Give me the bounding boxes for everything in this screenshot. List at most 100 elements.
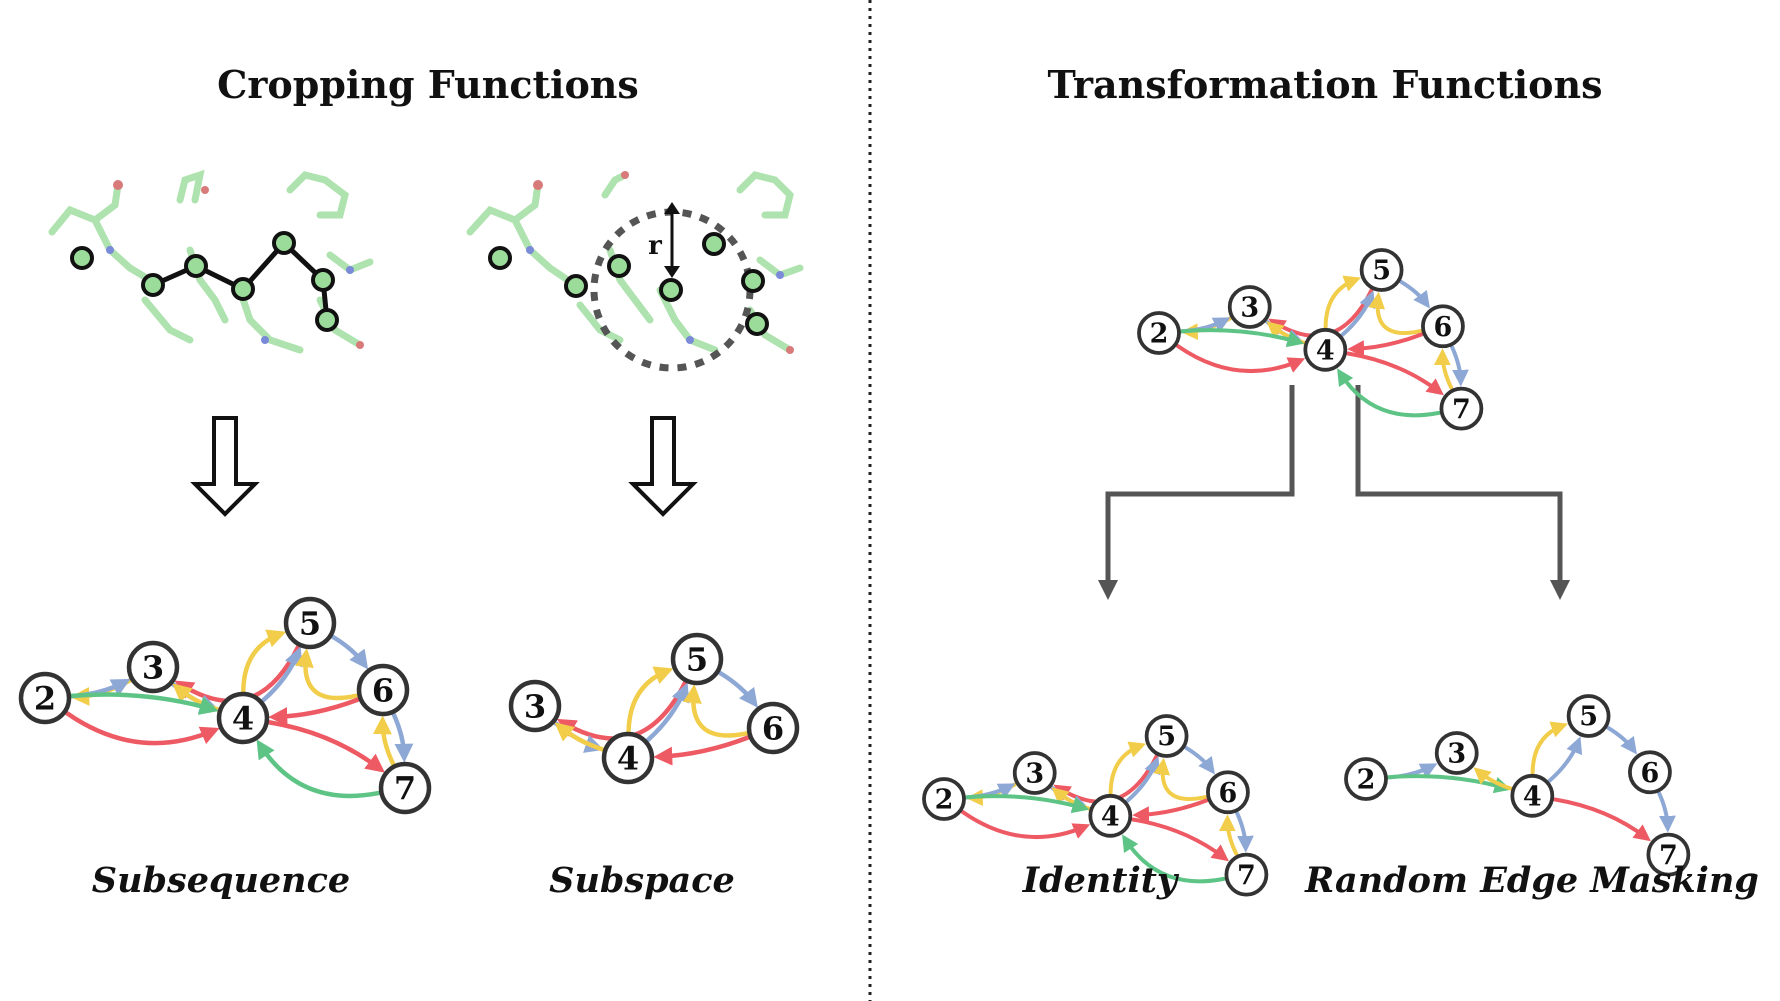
original-edge-7-4-green: [1337, 368, 1441, 418]
subsequence-node-label-3: 3: [142, 649, 164, 687]
subsequence-node-label-6: 6: [372, 672, 394, 710]
original-node-label-5: 5: [1372, 256, 1391, 287]
subsequence-node-7: 7: [378, 761, 432, 815]
original-node-6: 6: [1421, 304, 1465, 349]
original-edge-6-4-red: [1347, 332, 1424, 358]
subsequence-node-circle-4: [216, 691, 270, 745]
masking-node-label-6: 6: [1641, 758, 1660, 789]
subspace-node-label-5: 5: [686, 641, 708, 679]
identity-node-label-4: 4: [1101, 802, 1120, 833]
subsequence-edge-6-7-blue: [391, 712, 414, 763]
identity-edge-6-5-yellow: [1153, 757, 1208, 802]
original-node-5: 5: [1359, 248, 1404, 292]
subspace-node-label-6: 6: [762, 710, 784, 748]
caption-subspace: Subspace: [549, 860, 735, 901]
subsequence-node-label-4: 4: [232, 700, 254, 738]
subsequence-node-circle-3: [126, 640, 180, 694]
masking-edge-6-7-blue: [1657, 791, 1676, 833]
original-edge-6-5-yellow: [1368, 291, 1423, 336]
graph-subsequence: 2 3 4 56 7: [18, 596, 432, 815]
identity-node-4: 4: [1088, 793, 1133, 838]
identity-node-label-2: 2: [935, 785, 954, 816]
masking-edge-4-7-red: [1553, 797, 1651, 842]
original-node-label-7: 7: [1452, 394, 1471, 425]
subspace-node-label-4: 4: [617, 740, 639, 778]
identity-node-circle-3: [1012, 751, 1057, 795]
subspace-node-circle-3: [508, 679, 562, 733]
subspace-node-circle-5: [670, 632, 724, 686]
identity-edge-6-7-blue: [1235, 811, 1254, 853]
original-node-circle-3: [1227, 285, 1272, 329]
masking-node-6: 6: [1628, 750, 1672, 795]
subsequence-node-circle-5: [283, 596, 337, 650]
identity-node-circle-4: [1088, 793, 1133, 838]
masking-edge-5-6-blue: [1606, 725, 1637, 755]
subspace-node-5: 5: [670, 632, 724, 686]
original-edge-6-7-blue: [1450, 345, 1469, 387]
radius-label: r: [648, 231, 662, 261]
subsequence-edge-7-6-yellow: [372, 715, 396, 767]
identity-edge-2-4-red: [960, 810, 1091, 840]
graph-identity: 2 3 4 56 7: [922, 714, 1269, 897]
original-node-circle-2: [1137, 311, 1181, 355]
original-edge-5-6-blue: [1399, 279, 1430, 309]
subspace-edge-5-3-red: [556, 680, 688, 741]
masking-node-4: 4: [1510, 773, 1555, 818]
subspace-node-label-3: 3: [524, 688, 546, 726]
masking-node-label-7: 7: [1659, 840, 1678, 871]
subsequence-node-label-2: 2: [34, 680, 56, 718]
subspace-node-circle-4: [601, 731, 655, 785]
identity-node-5: 5: [1144, 714, 1189, 758]
masking-node-5: 5: [1566, 694, 1611, 738]
identity-node-label-3: 3: [1025, 759, 1044, 790]
subsequence-edge-7-4-green: [256, 739, 381, 799]
original-node-circle-7: [1439, 386, 1484, 431]
subspace-node-4: 4: [601, 731, 655, 785]
subsequence-node-6: 6: [356, 663, 410, 717]
branch-connectors: [1098, 385, 1570, 600]
identity-node-circle-6: [1206, 770, 1250, 815]
identity-node-label-7: 7: [1237, 860, 1256, 891]
protein-structure-subspace: r: [466, 171, 804, 372]
subspace-edge-6-5-yellow: [683, 684, 749, 738]
original-node-3: 3: [1227, 285, 1272, 329]
identity-edge-7-6-yellow: [1218, 814, 1239, 856]
masking-edge-4-3-yellow: [1473, 767, 1513, 791]
identity-edge-5-6-blue: [1184, 745, 1215, 775]
original-edge-7-6-yellow: [1433, 348, 1454, 390]
masking-node-circle-6: [1628, 750, 1672, 795]
masking-node-circle-2: [1344, 757, 1388, 801]
original-node-7: 7: [1439, 386, 1484, 431]
identity-node-circle-7: [1224, 852, 1269, 897]
identity-edge-4-7-red: [1131, 817, 1229, 862]
subsequence-edge-4-7-red: [267, 720, 385, 773]
original-node-label-4: 4: [1316, 336, 1335, 367]
identity-node-7: 7: [1224, 852, 1269, 897]
masking-node-7: 7: [1646, 832, 1691, 877]
masking-node-label-3: 3: [1447, 739, 1466, 770]
caption-random-edge-masking: Random Edge Masking: [1304, 860, 1759, 901]
graph-original: 2 3 4 56 7: [1137, 248, 1484, 431]
identity-edge-2-4-green: [964, 794, 1090, 814]
original-node-2: 2: [1137, 311, 1181, 355]
subsequence-edge-6-5-yellow: [295, 648, 359, 701]
identity-edge-7-4-green: [1122, 834, 1226, 884]
masking-edge-2-4-green: [1386, 774, 1512, 794]
identity-node-6: 6: [1206, 770, 1250, 815]
subsequence-node-circle-7: [378, 761, 432, 815]
subspace-edge-5-6-blue: [717, 670, 758, 708]
masking-node-2: 2: [1344, 757, 1388, 801]
subsequence-node-2: 2: [18, 671, 72, 725]
masking-node-label-5: 5: [1579, 702, 1598, 733]
identity-edge-4-5-yellow: [1108, 741, 1147, 795]
subsequence-edge-2-4-red: [64, 711, 220, 746]
subsequence-node-5: 5: [283, 596, 337, 650]
subspace-edge-4-3-yellow: [554, 722, 605, 752]
masking-node-circle-3: [1434, 731, 1479, 775]
masking-node-circle-7: [1646, 832, 1691, 877]
original-edge-2-4-red: [1175, 344, 1306, 374]
transformation-functions-title: Transformation Functions: [1048, 62, 1603, 107]
identity-node-label-6: 6: [1219, 778, 1238, 809]
identity-node-circle-2: [922, 777, 966, 821]
